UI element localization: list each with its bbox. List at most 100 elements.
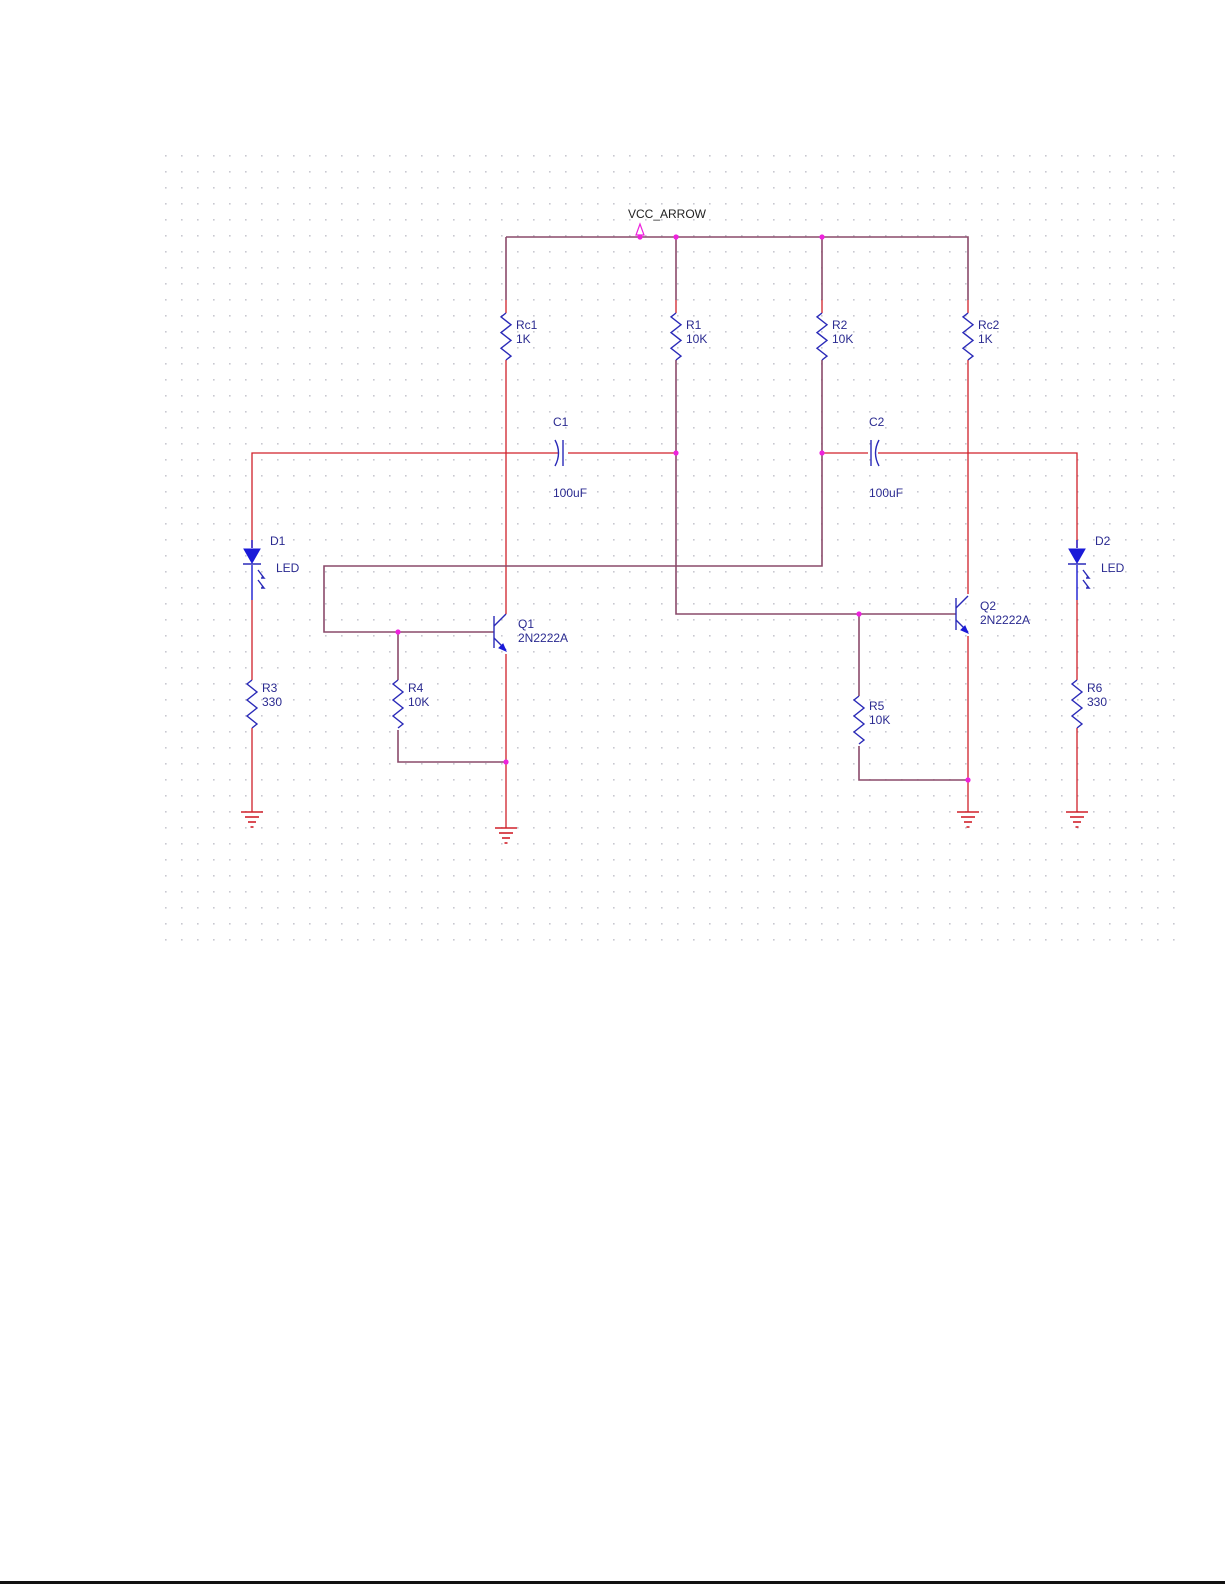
grid-dot (1125, 475, 1127, 477)
grid-dot (1045, 299, 1047, 301)
grid-dot (1125, 635, 1127, 637)
grid-dot (981, 347, 983, 349)
grid-dot (421, 923, 423, 925)
grid-dot (453, 619, 455, 621)
led-d1[interactable]: D1 LED (243, 534, 300, 589)
grid-dot (1109, 875, 1111, 877)
grid-dot (885, 923, 887, 925)
grid-dot (917, 251, 919, 253)
grid-dot (965, 827, 967, 829)
grid-dot (373, 555, 375, 557)
grid-dot (997, 219, 999, 221)
grid-dot (245, 843, 247, 845)
grid-dot (613, 763, 615, 765)
grid-dot (197, 811, 199, 813)
grid-dot (469, 427, 471, 429)
grid-dot (405, 523, 407, 525)
grid-dot (869, 939, 871, 941)
grid-dot (597, 251, 599, 253)
grid-dot (1109, 459, 1111, 461)
grid-dot (245, 683, 247, 685)
grid-dot (693, 619, 695, 621)
grid-dot (261, 619, 263, 621)
grid-dot (741, 411, 743, 413)
grid-dot (853, 363, 855, 365)
led-triangle-icon (1068, 548, 1086, 565)
grid-dot (965, 235, 967, 237)
grid-dot (613, 779, 615, 781)
grid-dot (661, 507, 663, 509)
grid-dot (309, 379, 311, 381)
grid-dot (885, 859, 887, 861)
grid-dot (869, 923, 871, 925)
grid-dot (485, 411, 487, 413)
grid-dot (1029, 283, 1031, 285)
capacitor-c1[interactable]: C1 100uF (553, 415, 587, 500)
grid-dot (853, 267, 855, 269)
grid-dot (1125, 219, 1127, 221)
capacitor-c2[interactable]: C2 100uF (869, 415, 903, 500)
grid-dot (981, 331, 983, 333)
grid-dot (1061, 411, 1063, 413)
grid-dot (357, 667, 359, 669)
grid-dot (773, 219, 775, 221)
grid-dot (469, 347, 471, 349)
grid-dot (293, 747, 295, 749)
grid-dot (469, 331, 471, 333)
grid-dot (261, 779, 263, 781)
grid-dot (917, 763, 919, 765)
grid-dot (901, 923, 903, 925)
grid-dot (581, 891, 583, 893)
grid-dot (789, 347, 791, 349)
grid-dot (229, 795, 231, 797)
grid-dot (261, 683, 263, 685)
grid-dot (709, 443, 711, 445)
grid-dot (181, 203, 183, 205)
grid-dot (181, 811, 183, 813)
grid-dot (245, 507, 247, 509)
grid-dot (725, 491, 727, 493)
grid-dot (725, 875, 727, 877)
grid-dot (837, 635, 839, 637)
grid-dot (997, 715, 999, 717)
grid-dot (213, 939, 215, 941)
transistor-q2[interactable]: Q2 2N2222A (955, 595, 1030, 634)
grid-dot (981, 779, 983, 781)
grid-dot (1077, 907, 1079, 909)
vcc-arrow-symbol[interactable]: VCC_ARROW (628, 207, 707, 236)
transistor-q1[interactable]: Q1 2N2222A (493, 602, 568, 652)
grid-dot (1045, 699, 1047, 701)
grid-dot (1173, 795, 1175, 797)
grid-dot (757, 283, 759, 285)
led-d2[interactable]: D2 LED (1068, 534, 1125, 589)
grid-dot (293, 587, 295, 589)
grid-dot (341, 507, 343, 509)
grid-dot (741, 283, 743, 285)
grid-dot (341, 523, 343, 525)
grid-dot (181, 267, 183, 269)
grid-dot (373, 443, 375, 445)
light-emission-icon (257, 569, 266, 589)
grid-dot (293, 187, 295, 189)
grid-dot (1093, 875, 1095, 877)
grid-dot (373, 587, 375, 589)
grid-dot (1157, 667, 1159, 669)
grid-dot (373, 811, 375, 813)
grid-dot (245, 667, 247, 669)
grid-dot (645, 331, 647, 333)
grid-dot (277, 491, 279, 493)
grid-dot (1093, 779, 1095, 781)
grid-dot (965, 891, 967, 893)
grid-dot (597, 619, 599, 621)
grid-dot (693, 795, 695, 797)
grid-dot (309, 827, 311, 829)
grid-dot (1077, 779, 1079, 781)
